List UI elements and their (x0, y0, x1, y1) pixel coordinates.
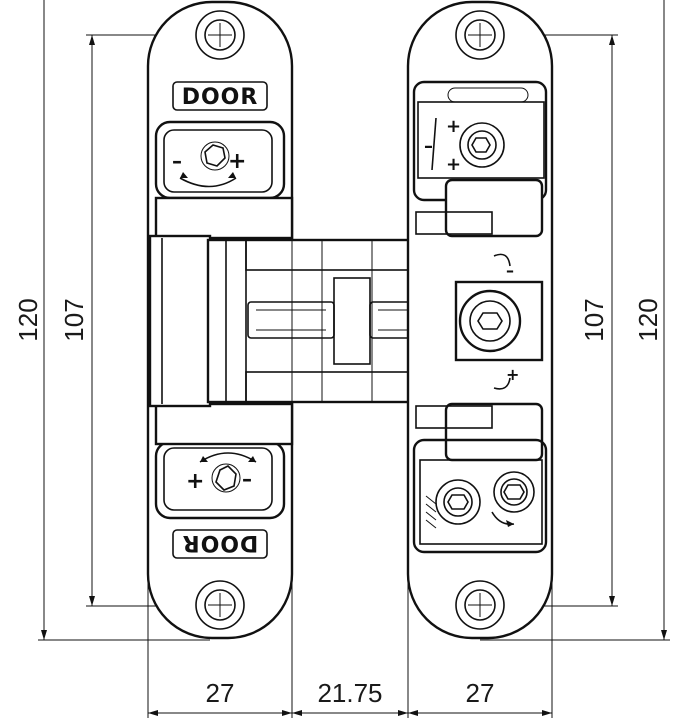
hinge-arm (206, 238, 437, 404)
hex-screw-icon (211, 463, 241, 493)
depth-adjust-arrow-icon (493, 377, 511, 390)
adjust-plus-top: + (228, 149, 246, 174)
door-label-bottom: DOOR (182, 530, 259, 555)
adjust-plus-height-bottom: + (446, 154, 461, 175)
dim-width-gap: 21.75 (317, 678, 382, 708)
hex-screw-icon (459, 122, 505, 168)
screw-hole-icon (455, 580, 505, 630)
depth-adjust-arrow-icon (493, 253, 511, 267)
adjust-plus-bottom: + (186, 469, 204, 494)
adjust-plus-depth: + (506, 365, 519, 384)
dim-width-right-plate: 27 (466, 678, 495, 708)
adjust-minus-height: – (424, 136, 433, 157)
hex-screw-icon (458, 289, 522, 353)
dim-height-overall-right: 120 (633, 298, 663, 341)
screw-hole-icon (195, 10, 245, 60)
screw-hole-icon (195, 580, 245, 630)
dim-height-holes-left: 107 (59, 298, 89, 341)
dim-width-left-plate: 27 (206, 678, 235, 708)
door-label-top: DOOR (182, 85, 259, 110)
adjust-minus-bottom: – (242, 467, 252, 491)
adjust-plus-height-top: + (446, 116, 461, 137)
adjust-minus-top: – (172, 149, 182, 173)
adjust-minus-depth: – (506, 261, 514, 280)
hex-screw-icon (435, 479, 481, 525)
rotate-arrow-icon (179, 177, 237, 188)
screw-hole-icon (455, 10, 505, 60)
dim-height-holes-right: 107 (579, 298, 609, 341)
height-adjust-arrow-icon (431, 117, 437, 171)
dim-height-overall-left: 120 (13, 298, 43, 341)
hex-screw-icon (200, 141, 230, 171)
hex-screw-icon (493, 471, 535, 513)
right-hinge-plate: + + – – + (406, 0, 554, 640)
